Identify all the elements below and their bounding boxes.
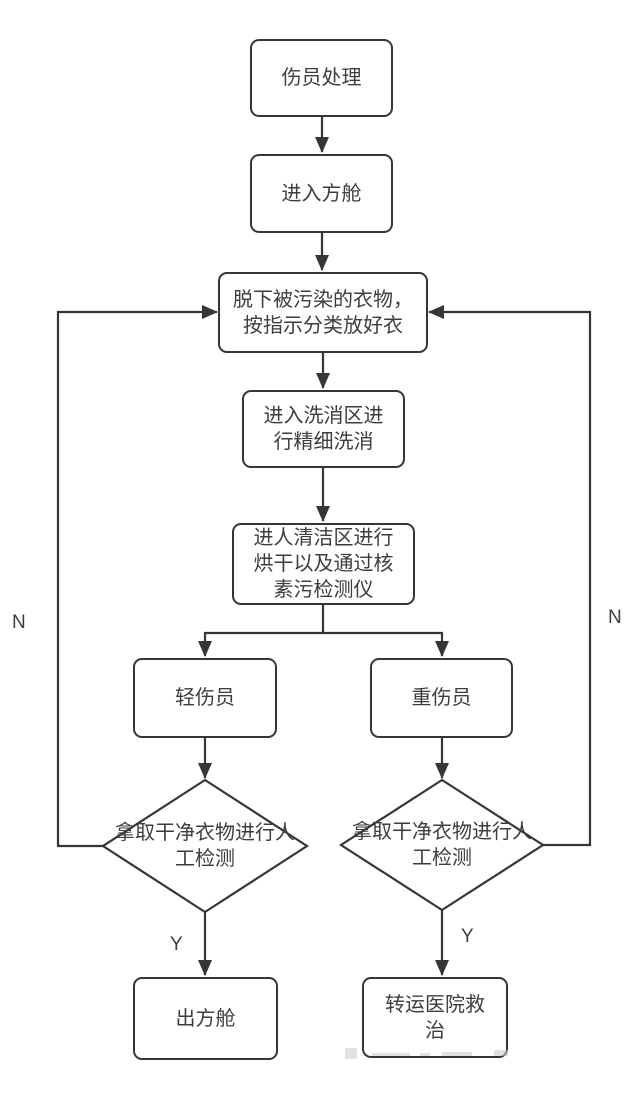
node-manual-check-light-label: 拿取干净衣物进行人 工检测	[115, 822, 295, 870]
node-manual-check-light: 拿取干净衣物进行人 工检测	[115, 810, 295, 882]
node-casualty-treatment-label: 伤员处理	[281, 67, 362, 89]
decision-shape-light	[100, 778, 310, 914]
watermark-artifact	[372, 1053, 410, 1056]
watermark-artifact	[420, 1053, 430, 1056]
node-exit-cabin: 出方舱	[133, 977, 278, 1060]
node-hospital-transfer: 转运医院救 治	[362, 977, 508, 1058]
edge-label-yes-left: Y	[170, 934, 183, 955]
watermark-artifact	[442, 1052, 472, 1056]
node-manual-check-severe-label: 拿取干净衣物进行人 工检测	[352, 821, 532, 869]
edge-split-to-severe	[323, 631, 449, 657]
node-light-casualty: 轻伤员	[133, 658, 277, 738]
edge-split-to-light	[198, 631, 323, 657]
node-severe-casualty-label: 重伤员	[411, 687, 472, 709]
node-light-casualty-label: 轻伤员	[175, 687, 235, 709]
node-casualty-treatment: 伤员处理	[250, 39, 393, 117]
watermark-artifact	[345, 1048, 357, 1059]
node-enter-cabin: 进入方舱	[250, 154, 393, 233]
edge-label-no-left: N	[12, 612, 26, 633]
edge-check-no-loop-right	[428, 305, 592, 847]
watermark-artifact	[494, 1050, 508, 1056]
node-wash-area: 进入洗消区进 行精细洗消	[242, 390, 405, 468]
decision-shape-severe	[338, 778, 546, 912]
node-clean-area-label: 进人清洁区进行 烘干以及通过核 素污检测仪	[253, 527, 394, 601]
node-exit-cabin-label: 出方舱	[175, 1007, 236, 1030]
node-enter-cabin-label: 进入方舱	[281, 182, 362, 205]
node-hospital-transfer-label: 转运医院救 治	[385, 993, 485, 1042]
edge-check-no-loop-left	[56, 305, 218, 848]
node-remove-clothes-label: 脱下被污染的衣物， 按指示分类放好衣	[233, 288, 413, 337]
node-remove-clothes: 脱下被污染的衣物， 按指示分类放好衣	[218, 272, 428, 353]
edge-label-no-right: N	[608, 607, 622, 628]
node-manual-check-severe: 拿取干净衣物进行人 工检测	[352, 809, 532, 881]
node-severe-casualty: 重伤员	[370, 658, 513, 738]
node-wash-area-label: 进入洗消区进 行精细洗消	[263, 405, 384, 453]
node-clean-area: 进人清洁区进行 烘干以及通过核 素污检测仪	[232, 523, 415, 605]
edge-label-yes-right: Y	[461, 926, 474, 947]
